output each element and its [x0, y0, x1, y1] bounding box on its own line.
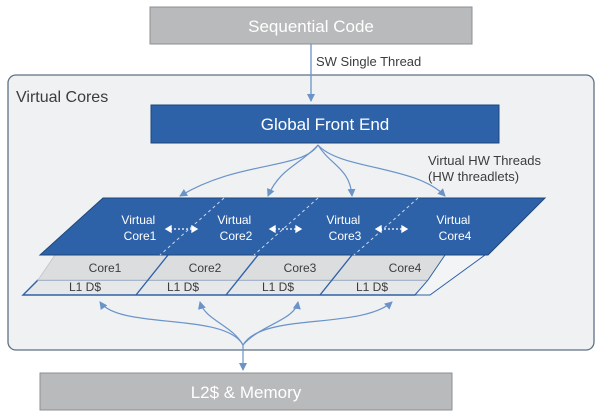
l1-cache-label-3: L1 D$: [262, 280, 294, 294]
memory-arrow-3: [242, 301, 301, 346]
l2-memory-label: L2$ & Memory: [191, 383, 302, 402]
l1-cache-label-4: L1 D$: [356, 280, 388, 294]
connector-3-4: [374, 224, 409, 234]
global-front-end-label: Global Front End: [261, 115, 390, 134]
virtual-core-label-4: Virtual Core4: [436, 213, 473, 243]
core-label-3: Core3: [284, 261, 317, 275]
memory-arrow-1: [99, 301, 244, 346]
core-separators: [135, 254, 353, 296]
frontend-arrow-3: [317, 144, 356, 197]
virtual-core-label-2: Virtual Core2: [217, 213, 254, 243]
l1-cache-label-1: L1 D$: [69, 280, 101, 294]
sequential-code-label: Sequential Code: [248, 17, 374, 36]
inter-core-connectors: [164, 224, 409, 234]
memory-arrow-2: [198, 301, 244, 346]
frontend-arrow-2: [267, 144, 319, 197]
virtual-hw-threads-label: Virtual HW Threads (HW threadlets): [428, 153, 545, 184]
frontend-arrow-4: [317, 144, 446, 197]
core-label-2: Core2: [189, 261, 222, 275]
l2-memory-box: [39, 372, 453, 411]
virtual-core-label-1: Virtual Core1: [121, 213, 158, 243]
memory-arrow-4: [242, 301, 393, 346]
virtual-cores-layer: [38, 197, 547, 256]
l1-cache-label-2: L1 D$: [167, 280, 199, 294]
virtual-cores-title: Virtual Cores: [16, 89, 108, 106]
connector-1-2: [164, 224, 199, 234]
sequential-code-box: [149, 6, 473, 45]
connector-2-3: [268, 224, 303, 234]
virtual-core-label-3: Virtual Core3: [326, 213, 363, 243]
core-label-4: Core4: [389, 261, 422, 275]
memory-arrows: [99, 301, 393, 371]
global-front-end-box: [150, 104, 500, 144]
core-label-1: Core1: [89, 261, 122, 275]
sw-thread-label: SW Single Thread: [316, 54, 421, 69]
